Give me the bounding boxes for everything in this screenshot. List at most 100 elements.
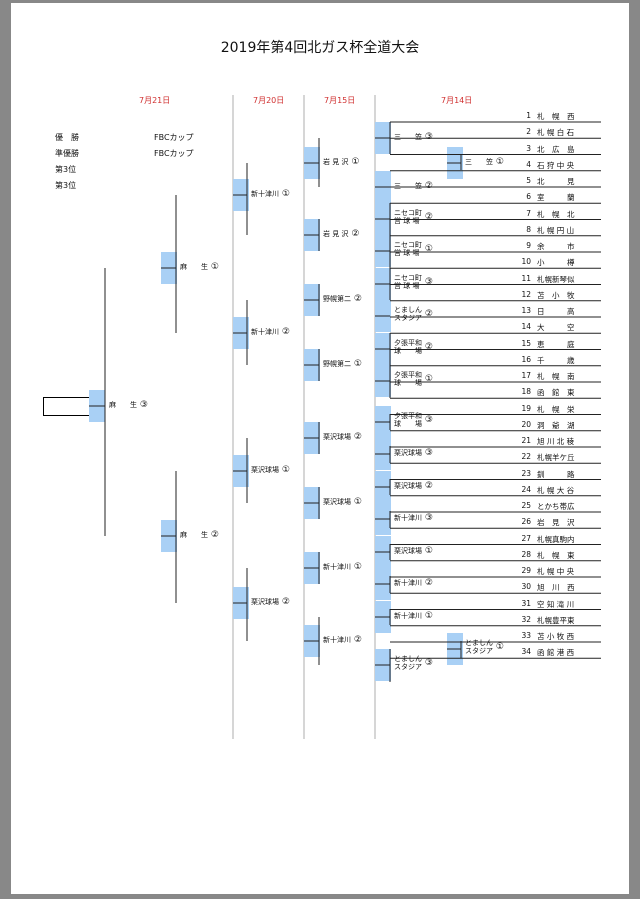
team-number: 29 <box>521 566 531 575</box>
date-round-semifinal: 7月21日 <box>139 96 171 105</box>
venue-mark: ③ <box>422 132 433 142</box>
venue-mark: ② <box>422 342 433 352</box>
venue-label: 三 笠 ② <box>394 181 433 191</box>
team-name: 苫 小 牧 <box>537 290 575 300</box>
venue-name: 栗沢球場 <box>394 482 422 490</box>
team-name: 空 知 滝 川 <box>537 599 575 609</box>
venue-label: 新十津川 ① <box>323 562 362 572</box>
venue-label: 新十津川 ② <box>394 578 433 588</box>
team-number: 11 <box>521 273 531 283</box>
team-name: 日 高 <box>537 307 575 316</box>
team-number: 8 <box>526 224 531 234</box>
venue-mark: ① <box>351 562 362 572</box>
team-name: 函 館 港 西 <box>537 648 575 658</box>
team-name: 洞 爺 湖 <box>537 420 575 430</box>
venue-name: 夕張平和 球 場 <box>394 371 422 387</box>
venue-label: 新十津川 ③ <box>394 514 433 523</box>
team-number: 10 <box>521 257 531 267</box>
team-number: 21 <box>521 436 531 445</box>
team-name: 苫 小 牧 西 <box>537 632 575 641</box>
venue-label: 夕張平和 球 場 ① <box>394 371 433 387</box>
venue-label: 栗沢球場 ① <box>251 466 290 475</box>
venue-name: 夕張平和 球 場 <box>394 339 422 355</box>
venue-label: ニセコ町 営 球 場 ① <box>394 241 433 257</box>
venue-mark: ② <box>348 229 360 239</box>
venue-label: とましん スタジア ③ <box>394 655 433 671</box>
venue-name: 岩 見 沢 <box>323 158 349 166</box>
team-number: 30 <box>521 582 531 592</box>
team-name: 札幌新琴似 <box>537 274 575 284</box>
team-number: 18 <box>521 387 531 397</box>
venue-name: とましん スタジア <box>465 639 493 655</box>
team-number: 4 <box>526 159 531 169</box>
team-name: 札 幌 円 山 <box>537 225 575 235</box>
venue-mark: ③ <box>422 658 433 668</box>
venue-label: 三 笠 ① <box>465 157 504 167</box>
team-name: 釧 路 <box>537 469 575 479</box>
venue-mark: ① <box>348 157 360 167</box>
tournament-sheet: 2019年第4回北ガス杯全道大会 7月21日 7月20日 7月15日 7月14日… <box>11 3 629 894</box>
venue-mark: ② <box>422 309 433 319</box>
venue-label: 岩 見 沢 ① <box>323 157 360 167</box>
venue-mark: ② <box>351 635 362 645</box>
venue-mark: ① <box>279 189 290 199</box>
venue-label: 夕張平和 球 場 ③ <box>394 412 433 428</box>
team-number: 25 <box>521 501 531 510</box>
team-name: 石 狩 中 央 <box>537 160 575 170</box>
date-round-2: 7月15日 <box>324 96 356 105</box>
venue-label: 新十津川 ① <box>394 611 433 621</box>
team-name: 札 幌 中 央 <box>537 567 575 576</box>
result-value-runner-up: FBCカップ <box>154 149 194 158</box>
venue-label: 栗沢球場 ① <box>323 498 362 507</box>
venue-name: 栗沢球場 <box>323 498 351 506</box>
venue-name: 新十津川 <box>394 514 422 522</box>
team-name: 余 市 <box>537 242 575 251</box>
venue-mark: ② <box>422 181 433 191</box>
venue-mark: ③ <box>137 400 148 410</box>
team-name: 北 広 島 <box>537 144 575 154</box>
venue-mark: ③ <box>422 448 433 458</box>
venue-name: ニセコ町 営 球 場 <box>394 209 422 225</box>
venue-name: 新十津川 <box>323 636 351 644</box>
team-number: 24 <box>521 484 531 494</box>
venue-label: 栗沢球場 ② <box>323 433 362 442</box>
date-round-quarterfinal: 7月20日 <box>253 96 285 105</box>
venue-mark: ② <box>422 578 433 588</box>
team-name: 札 幌 西 <box>537 112 575 121</box>
venue-label: 麻 生 ① <box>180 263 219 272</box>
venue-label: ニセコ町 営 球 場 ③ <box>394 274 433 290</box>
venue-name: 新十津川 <box>394 579 422 587</box>
team-name: 函 館 東 <box>537 388 575 398</box>
result-label-third-b: 第3位 <box>55 181 77 190</box>
result-label-champion: 優 勝 <box>55 133 79 142</box>
team-name: 札幌豊平東 <box>537 615 575 625</box>
venue-label: ニセコ町 営 球 場 ② <box>394 209 433 225</box>
team-number: 22 <box>521 452 531 462</box>
team-name: とかち帯広 <box>537 502 575 511</box>
team-number: 3 <box>526 143 531 153</box>
venue-name: 麻 生 <box>180 531 208 539</box>
venue-mark: ① <box>422 244 433 254</box>
team-number: 33 <box>521 631 531 640</box>
venue-mark: ① <box>422 611 433 621</box>
team-name: 岩 見 沢 <box>537 518 575 528</box>
result-value-champion: FBCカップ <box>154 133 194 142</box>
venue-mark: ③ <box>422 415 433 425</box>
team-number: 28 <box>521 549 531 559</box>
team-name: 札幌真駒内 <box>537 534 575 544</box>
date-round-1: 7月14日 <box>441 96 473 105</box>
venue-name: 栗沢球場 <box>251 598 279 606</box>
team-name: 小 樽 <box>537 258 575 268</box>
venue-label: 栗沢球場 ① <box>394 547 433 556</box>
team-name: 旭 川 北 稜 <box>537 437 575 446</box>
team-number: 20 <box>521 419 531 429</box>
team-number: 9 <box>526 241 531 250</box>
venue-mark: ③ <box>422 277 433 287</box>
team-name: 札 幌 大 谷 <box>537 485 575 495</box>
team-name: 千 歳 <box>537 355 575 365</box>
venue-mark: ① <box>493 157 504 167</box>
team-number: 27 <box>521 533 531 543</box>
venue-label: 新十津川 ① <box>251 189 290 199</box>
venue-mark: ① <box>493 642 504 652</box>
team-name: 札 幌 北 <box>537 209 575 219</box>
